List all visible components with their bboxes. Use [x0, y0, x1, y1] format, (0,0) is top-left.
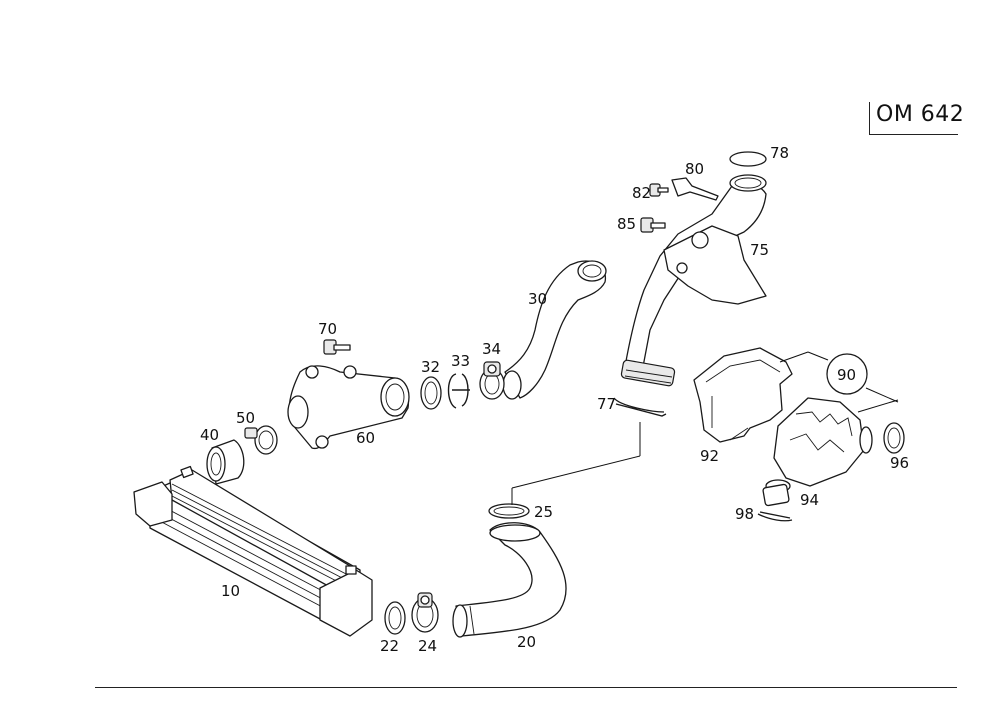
hose-clamp-34[interactable]	[479, 361, 505, 400]
intake-housing-94[interactable]	[762, 397, 873, 507]
callout-80: 80	[685, 160, 704, 178]
charge-air-cooler[interactable]	[133, 465, 373, 637]
assembly-callout-circle	[826, 353, 868, 395]
callout-22: 22	[380, 637, 399, 655]
o-ring-25[interactable]	[488, 503, 530, 519]
callout-40: 40	[200, 426, 219, 444]
callout-82: 82	[632, 184, 651, 202]
callout-50: 50	[236, 409, 255, 427]
screw-82[interactable]	[649, 183, 669, 197]
callout-24: 24	[418, 637, 437, 655]
callout-90: 90	[837, 366, 856, 384]
bracket-80[interactable]	[671, 177, 719, 201]
charge-air-connection-60[interactable]	[287, 365, 410, 450]
o-ring-78[interactable]	[729, 151, 767, 167]
callout-70: 70	[318, 320, 337, 338]
callout-33: 33	[451, 352, 470, 370]
screw-70[interactable]	[323, 339, 351, 355]
charge-air-pipe-75[interactable]	[620, 174, 767, 387]
callout-77: 77	[597, 395, 616, 413]
o-ring-96[interactable]	[883, 422, 905, 454]
footer-divider	[95, 687, 957, 688]
rubber-sleeve-40[interactable]	[206, 439, 245, 485]
leader-lines	[511, 351, 899, 505]
charge-air-pipe-upper[interactable]	[502, 260, 607, 400]
screw-85[interactable]	[640, 217, 666, 233]
retaining-clip-33[interactable]	[447, 373, 471, 409]
seal-ring-32[interactable]	[420, 376, 442, 410]
callout-85: 85	[617, 215, 636, 233]
sealing-ring-22[interactable]	[384, 601, 406, 635]
engine-model-label: OM 642	[876, 102, 965, 127]
callout-34: 34	[482, 340, 501, 358]
callout-32: 32	[421, 358, 440, 376]
callout-10: 10	[221, 582, 240, 600]
callout-94: 94	[800, 491, 819, 509]
callout-20: 20	[517, 633, 536, 651]
callout-60: 60	[356, 429, 375, 447]
callout-78: 78	[770, 144, 789, 162]
callout-30: 30	[528, 290, 547, 308]
callout-98: 98	[735, 505, 754, 523]
clip-98[interactable]	[757, 511, 793, 522]
hose-clamp-24[interactable]	[411, 592, 439, 633]
model-label-frame	[869, 102, 958, 135]
wire-clip-77[interactable]	[613, 397, 667, 417]
hose-clamp-50[interactable]	[244, 425, 278, 455]
heat-shield-92[interactable]	[693, 347, 793, 443]
callout-75: 75	[750, 241, 769, 259]
callout-25: 25	[534, 503, 553, 521]
charge-air-pipe-lower[interactable]	[452, 522, 567, 638]
callout-96: 96	[890, 454, 909, 472]
callout-92: 92	[700, 447, 719, 465]
